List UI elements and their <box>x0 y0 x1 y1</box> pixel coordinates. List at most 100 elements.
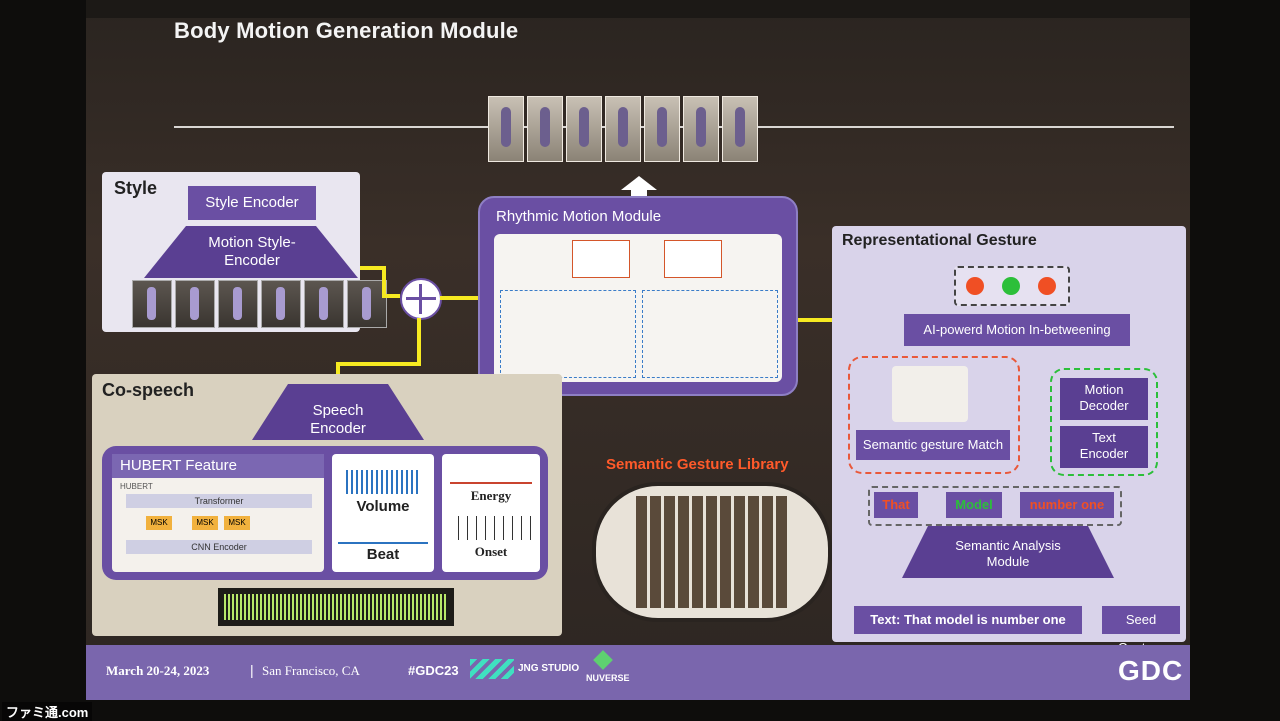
beat-label: Beat <box>366 546 400 563</box>
speech-connector <box>417 318 421 364</box>
footer-date: March 20-24, 2023 <box>106 663 210 678</box>
footer-studio: JNG STUDIO <box>518 663 580 674</box>
footer-location: San Francisco, CA <box>262 663 360 678</box>
style-frame <box>261 280 301 328</box>
style-panel: Style Style Encoder Motion Style- Encode… <box>102 172 387 332</box>
speech-connector <box>336 362 340 384</box>
style-connector <box>360 266 384 270</box>
gesture-graph-image <box>892 366 968 422</box>
presentation-slide: Body Motion Generation Module Style Styl… <box>86 0 1190 700</box>
motion-frame <box>488 96 524 162</box>
motion-style-encoder-trapezoid <box>144 226 358 278</box>
seed-gesture-box: Seed Gesture <box>1102 606 1180 655</box>
motion-frame <box>722 96 758 162</box>
style-frame <box>218 280 258 328</box>
volume-waveform <box>346 470 420 494</box>
semantic-tags-group: That Model number one <box>868 486 1122 526</box>
jng-studio-logo <box>470 659 514 679</box>
msk-token: MSK <box>192 516 218 530</box>
gesture-thumbnails <box>636 496 788 608</box>
onset-spikes <box>450 516 532 540</box>
msk-token: MSK <box>146 516 172 530</box>
semantic-analysis-label: Semantic Analysis Module <box>955 538 1061 569</box>
speech-connector <box>336 362 421 366</box>
slide-title: Body Motion Generation Module <box>174 18 519 43</box>
rhythmic-diagram <box>494 234 782 382</box>
cospeech-heading: Co-speech <box>102 380 195 400</box>
motion-frame <box>605 96 641 162</box>
nuverse-logo <box>593 650 613 670</box>
ai-inbetweening-box: AI-powerd Motion In-betweening <box>904 314 1130 346</box>
sum-node-icon <box>400 278 442 320</box>
energy-label: Energy <box>470 488 512 503</box>
footer-hashtag: #GDC23 <box>408 663 459 678</box>
waveform-bars <box>224 594 448 620</box>
audio-features-group: HUBERT Feature HUBERT Transformer MSK MS… <box>102 446 548 580</box>
semantic-gesture-match-box: Semantic gesture Match <box>856 430 1010 460</box>
gesture-library-grid <box>592 482 832 622</box>
style-encoder-box: Style Encoder <box>188 186 316 220</box>
volume-label: Volume <box>356 498 410 515</box>
motion-style-encoder-label: Motion Style- Encoder <box>208 234 296 269</box>
energy-onset-box: Energy Onset <box>442 454 540 572</box>
audio-waveform <box>218 588 454 626</box>
sum-to-rhythmic-connector <box>440 296 484 300</box>
hubert-feature-box: HUBERT Feature HUBERT Transformer MSK MS… <box>112 454 324 572</box>
footer-separator: | <box>250 662 254 678</box>
speech-encoder-trapezoid <box>252 384 424 440</box>
cnn-encoder-bar: CNN Encoder <box>126 540 312 554</box>
volume-beat-box: Volume Beat <box>332 454 434 572</box>
representational-panel: Representational Gesture AI-powerd Motio… <box>832 226 1186 655</box>
style-frame <box>304 280 344 328</box>
text-encoder-box: Text Encoder <box>1060 426 1148 468</box>
up-arrow-stem <box>631 190 647 198</box>
green-dot-icon <box>1002 277 1020 295</box>
semantic-match-group: Semantic gesture Match <box>848 356 1020 474</box>
pose-grid <box>500 290 636 378</box>
motion-frame <box>644 96 680 162</box>
style-reference-frames <box>132 280 387 328</box>
motion-decoder-box: Motion Decoder <box>1060 378 1148 420</box>
up-arrow-icon <box>621 176 657 190</box>
style-heading: Style <box>114 178 158 198</box>
slide-footer: March 20-24, 2023 | San Francisco, CA #G… <box>86 645 1190 700</box>
footer-nuverse: NUVERSE <box>586 673 630 683</box>
style-frame <box>347 280 387 328</box>
semantic-gesture-library-label: Semantic Gesture Library <box>606 456 789 473</box>
motion-frame <box>566 96 602 162</box>
msk-token: MSK <box>224 516 250 530</box>
representational-heading: Representational Gesture <box>842 232 1037 249</box>
style-frame <box>132 280 172 328</box>
red-dot-icon <box>966 277 984 295</box>
curve-plot <box>572 240 630 278</box>
style-frame <box>175 280 215 328</box>
style-connector <box>382 294 400 298</box>
beat-waveform <box>338 524 428 544</box>
motion-text-codec-group: Motion Decoder Text Encoder <box>1050 368 1158 476</box>
red-dot-icon <box>1038 277 1056 295</box>
rhythmic-motion-module: Rhythmic Motion Module <box>478 196 798 396</box>
status-dots <box>954 266 1070 306</box>
rhythmic-heading: Rhythmic Motion Module <box>496 208 662 225</box>
cospeech-panel: Co-speech Speech Encoder HUBERT Feature … <box>92 374 562 636</box>
curve-plot <box>664 240 722 278</box>
tag-that: That <box>874 492 918 518</box>
tag-number-one: number one <box>1020 492 1114 518</box>
energy-curve <box>450 464 532 484</box>
motion-frame <box>527 96 563 162</box>
hubert-feature-title: HUBERT Feature <box>112 454 324 478</box>
text-input-box: Text: That model is number one <box>854 606 1082 634</box>
rep-connector <box>798 318 858 322</box>
speech-encoder-label: Speech Encoder <box>310 402 366 437</box>
motion-frame <box>683 96 719 162</box>
watermark: ファミ通.com <box>2 702 93 721</box>
onset-label: Onset <box>474 544 508 559</box>
gdc-logo: GDC <box>1118 655 1184 686</box>
style-connector <box>382 266 386 296</box>
tag-model: Model <box>946 492 1002 518</box>
pose-grid <box>642 290 778 378</box>
hubert-small-label: HUBERT <box>120 482 153 491</box>
projector-top-bar <box>86 0 1190 18</box>
semantic-analysis-trapezoid <box>902 526 1114 578</box>
transformer-bar: Transformer <box>126 494 312 508</box>
